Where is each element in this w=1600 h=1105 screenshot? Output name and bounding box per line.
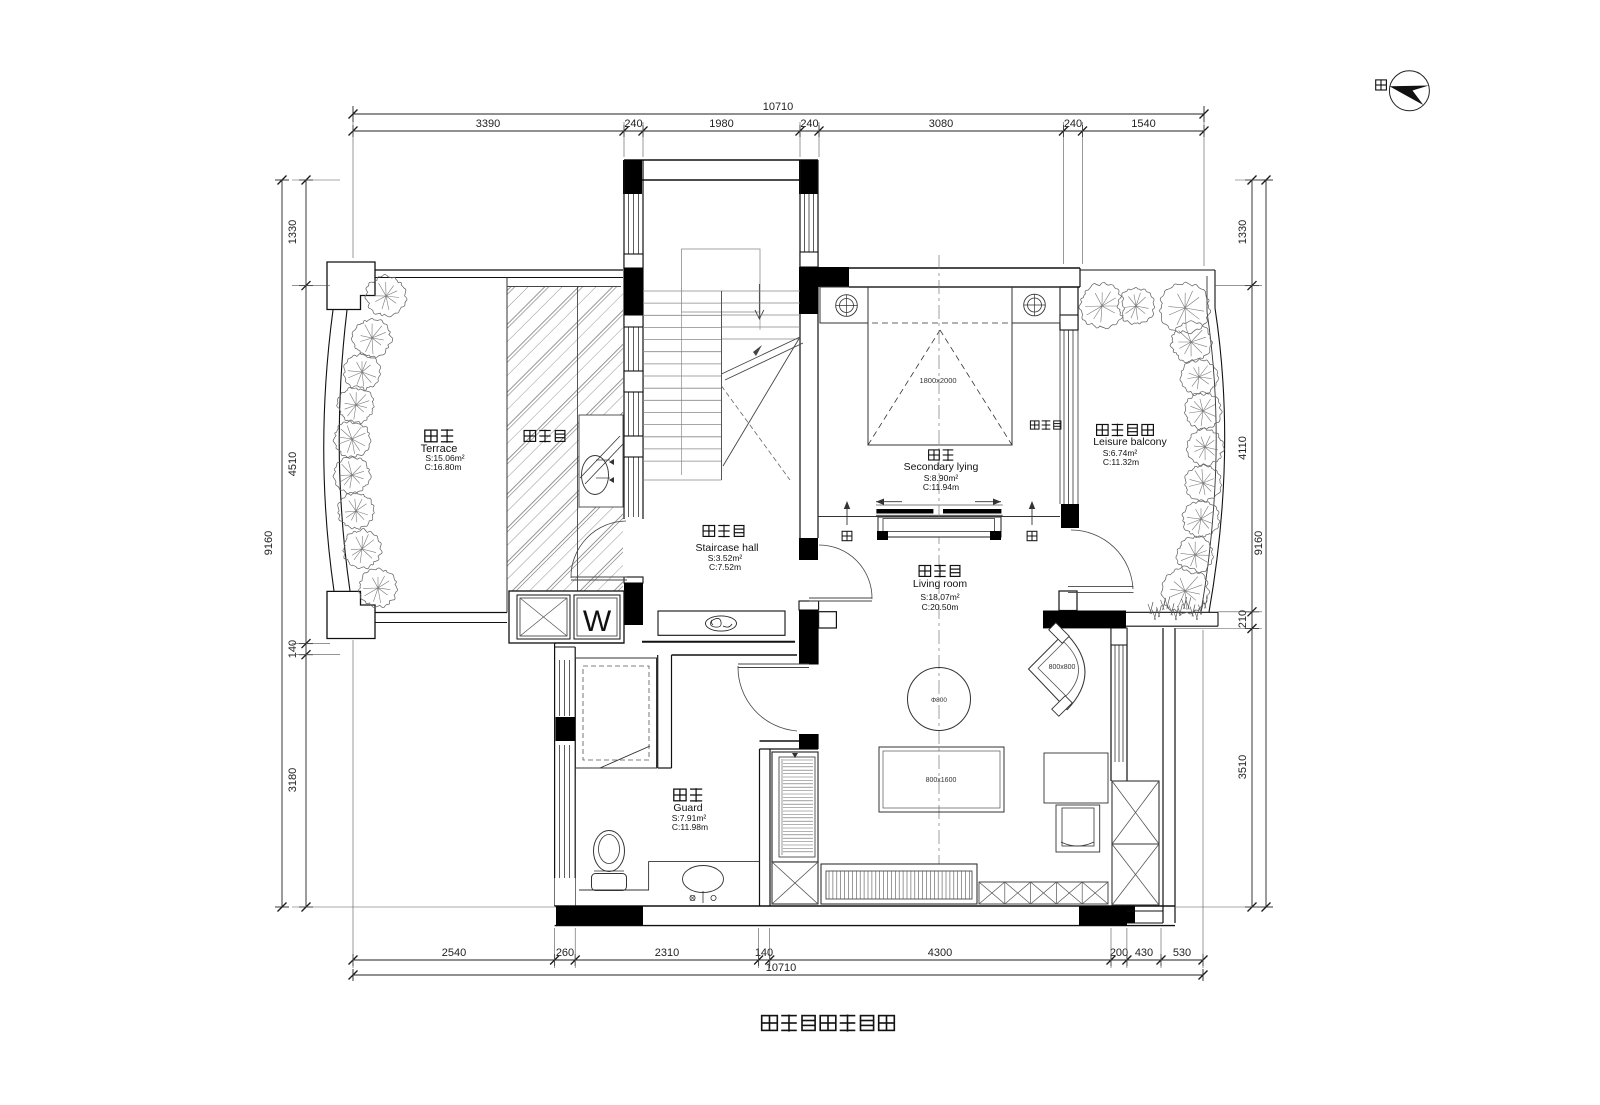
svg-text:530: 530 [1173, 947, 1191, 959]
svg-text:S:15.06m²: S:15.06m² [425, 453, 464, 463]
svg-text:S:7.91m²: S:7.91m² [672, 813, 707, 823]
svg-text:S:18.07m²: S:18.07m² [920, 592, 959, 602]
svg-text:430: 430 [1135, 947, 1153, 959]
svg-text:C:16.80m: C:16.80m [425, 462, 462, 472]
svg-text:3180: 3180 [287, 768, 299, 792]
svg-text:4110: 4110 [1237, 436, 1249, 460]
svg-text:Φ800: Φ800 [931, 697, 947, 704]
svg-text:240: 240 [800, 118, 818, 130]
svg-text:2310: 2310 [655, 947, 679, 959]
svg-text:9160: 9160 [1253, 531, 1265, 555]
svg-text:4300: 4300 [928, 947, 952, 959]
svg-text:C:7.52m: C:7.52m [709, 562, 741, 572]
svg-text:1330: 1330 [1237, 220, 1249, 244]
svg-text:C:20.50m: C:20.50m [922, 602, 959, 612]
svg-text:C:11.98m: C:11.98m [672, 822, 708, 832]
svg-text:140: 140 [755, 947, 773, 959]
svg-text:S:3.52m²: S:3.52m² [708, 553, 743, 563]
svg-text:240: 240 [1064, 118, 1082, 130]
svg-text:800x1600: 800x1600 [926, 777, 957, 784]
svg-text:4510: 4510 [287, 452, 299, 476]
svg-text:260: 260 [556, 947, 574, 959]
svg-text:3390: 3390 [476, 118, 500, 130]
svg-text:Guard: Guard [673, 802, 702, 814]
svg-text:140: 140 [287, 640, 299, 658]
svg-text:3510: 3510 [1237, 755, 1249, 779]
svg-text:S:8.90m²: S:8.90m² [924, 473, 959, 483]
svg-text:10710: 10710 [766, 962, 797, 974]
svg-text:200: 200 [1110, 947, 1128, 959]
svg-text:C:11.32m: C:11.32m [1103, 457, 1139, 467]
svg-text:2540: 2540 [442, 947, 466, 959]
svg-text:Staircase hall: Staircase hall [695, 542, 758, 554]
svg-text:3080: 3080 [929, 118, 953, 130]
svg-text:Leisure balcony: Leisure balcony [1093, 436, 1167, 448]
svg-text:9160: 9160 [263, 531, 275, 555]
svg-text:Terrace: Terrace [421, 443, 458, 455]
svg-text:1800x2000: 1800x2000 [919, 376, 956, 385]
svg-text:Secondary lying: Secondary lying [904, 461, 979, 473]
svg-text:800x800: 800x800 [1049, 664, 1076, 671]
svg-text:S:6.74m²: S:6.74m² [1103, 448, 1138, 458]
svg-text:C:11.94m: C:11.94m [923, 482, 959, 492]
svg-text:1330: 1330 [287, 220, 299, 244]
svg-text:W: W [583, 605, 612, 638]
svg-text:240: 240 [624, 118, 642, 130]
svg-text:210: 210 [1237, 610, 1249, 628]
svg-text:1540: 1540 [1131, 118, 1155, 130]
svg-text:10710: 10710 [763, 101, 794, 113]
svg-text:1980: 1980 [709, 118, 733, 130]
svg-text:Living room: Living room [913, 578, 968, 590]
